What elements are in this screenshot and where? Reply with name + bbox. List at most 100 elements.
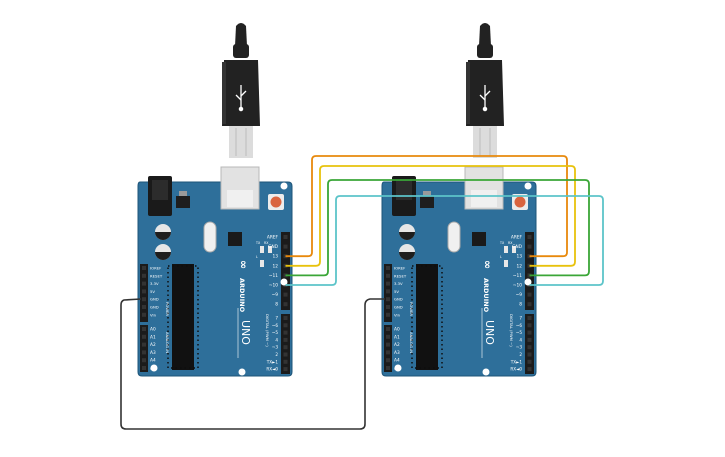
- pin-label: ~6: [272, 323, 279, 328]
- power-label-group: POWER: [409, 302, 414, 316]
- usb-b-port-inner: [227, 190, 253, 207]
- header-pin: [142, 297, 146, 302]
- header-pin: [386, 297, 390, 302]
- atmega-socket: [411, 265, 443, 369]
- pin-label: A0: [394, 327, 400, 333]
- led-label: RX: [508, 241, 513, 245]
- status-led: [504, 260, 508, 267]
- pin-label: 7: [519, 316, 522, 321]
- usb-symbol-dot: [482, 106, 488, 112]
- mounting-hole: [280, 182, 288, 190]
- pin-label: ~11: [269, 273, 278, 279]
- digital-header-bottom: [525, 314, 534, 374]
- usb-cable-tip: [235, 23, 247, 46]
- pin-label: AREF: [511, 235, 523, 241]
- analog-header: [140, 325, 148, 372]
- pin-label: A2: [394, 342, 400, 348]
- header-pin: [527, 330, 532, 335]
- pin-label: 3.3V: [394, 281, 403, 286]
- header-pin: [527, 359, 532, 364]
- pin-label: 13: [273, 254, 279, 260]
- usb-symbol-branch: [484, 90, 491, 97]
- led-label: RX: [264, 241, 269, 245]
- brand-label: ARDUINO: [482, 278, 490, 313]
- usb-cable-icon: [466, 23, 504, 158]
- status-led: [512, 246, 516, 253]
- pin-label: ~5: [516, 330, 523, 335]
- header-pin: [283, 235, 288, 239]
- header-pin: [527, 244, 532, 249]
- pin-label: RX◄0: [266, 367, 278, 372]
- pin-label: A4: [150, 358, 156, 364]
- digital-label-group: DIGITAL (PWM ~): [509, 314, 514, 347]
- status-led: [268, 246, 272, 253]
- pin-label: ~3: [516, 345, 523, 350]
- header-pin: [142, 305, 146, 309]
- pin-label: ~9: [272, 292, 279, 298]
- pin-label: A1: [394, 334, 400, 340]
- pin-label: GND: [150, 297, 159, 302]
- pin-label: ~9: [516, 292, 523, 298]
- power-label: POWER: [165, 302, 170, 316]
- pin-label: 2: [275, 352, 278, 357]
- header-pin: [527, 292, 532, 297]
- led-label: TX: [499, 241, 505, 245]
- brand-label: ARDUINO: [238, 278, 246, 313]
- usb-metal-shell: [473, 126, 497, 158]
- header-pin: [283, 292, 288, 297]
- led-label: L: [256, 255, 258, 259]
- pin-label: RESET: [150, 273, 163, 278]
- status-led: [504, 246, 508, 253]
- header-pin: [142, 289, 146, 294]
- pin-label: 3.3V: [150, 281, 159, 286]
- regulator-tab: [179, 191, 187, 196]
- arduino-logo-icon: ∞: [237, 260, 250, 269]
- header-pin: [527, 345, 532, 350]
- usb-cable-icon: [222, 23, 260, 158]
- usb-symbol-branch: [479, 94, 486, 101]
- digital-label: DIGITAL (PWM ~): [265, 314, 270, 347]
- header-pin: [142, 358, 146, 363]
- wire-pin-12: [285, 165, 576, 267]
- status-led: [260, 246, 264, 253]
- wires: [120, 155, 604, 430]
- model-label: UNO: [483, 320, 496, 345]
- pin-label: 4: [519, 337, 522, 342]
- header-pin: [283, 323, 288, 328]
- usb-controller-chip: [228, 232, 242, 246]
- header-pin: [527, 235, 532, 239]
- atmega-socket: [167, 265, 199, 369]
- arduino-branding: ARDUINO∞: [481, 260, 494, 313]
- pin-label: ~5: [272, 330, 279, 335]
- usb-cable-neck: [233, 44, 249, 58]
- power-jack-hole: [396, 180, 412, 200]
- header-pin: [142, 273, 146, 278]
- wire-pin-10: [285, 195, 604, 286]
- reset-button-cap: [270, 196, 282, 208]
- header-pin: [283, 367, 288, 372]
- led-label: L: [500, 255, 502, 259]
- pin-label: A4: [394, 358, 400, 364]
- analog-header: [384, 325, 392, 372]
- pin-label: GND: [268, 244, 279, 250]
- pin-label: 8: [519, 302, 522, 308]
- mounting-hole: [150, 364, 158, 372]
- usb-symbol-icon: [479, 85, 491, 112]
- pin-label: 5V: [394, 289, 399, 294]
- header-pin: [527, 316, 532, 320]
- header-pin: [142, 281, 146, 286]
- voltage-regulator: [176, 196, 190, 208]
- pin-label: GND: [150, 305, 159, 310]
- header-pin: [527, 302, 532, 307]
- analog-label-group: ANALOG IN: [409, 332, 414, 353]
- header-pin: [527, 367, 532, 372]
- pin-label: A3: [394, 350, 400, 356]
- pin-label: ~11: [513, 273, 522, 279]
- status-led: [260, 260, 264, 267]
- pin-label: GND: [512, 244, 523, 250]
- digital-header-top: [525, 232, 534, 310]
- pin-label: GND: [394, 297, 403, 302]
- pin-label: GND: [394, 305, 403, 310]
- pin-label: 12: [273, 263, 279, 269]
- digital-label: DIGITAL (PWM ~): [509, 314, 514, 347]
